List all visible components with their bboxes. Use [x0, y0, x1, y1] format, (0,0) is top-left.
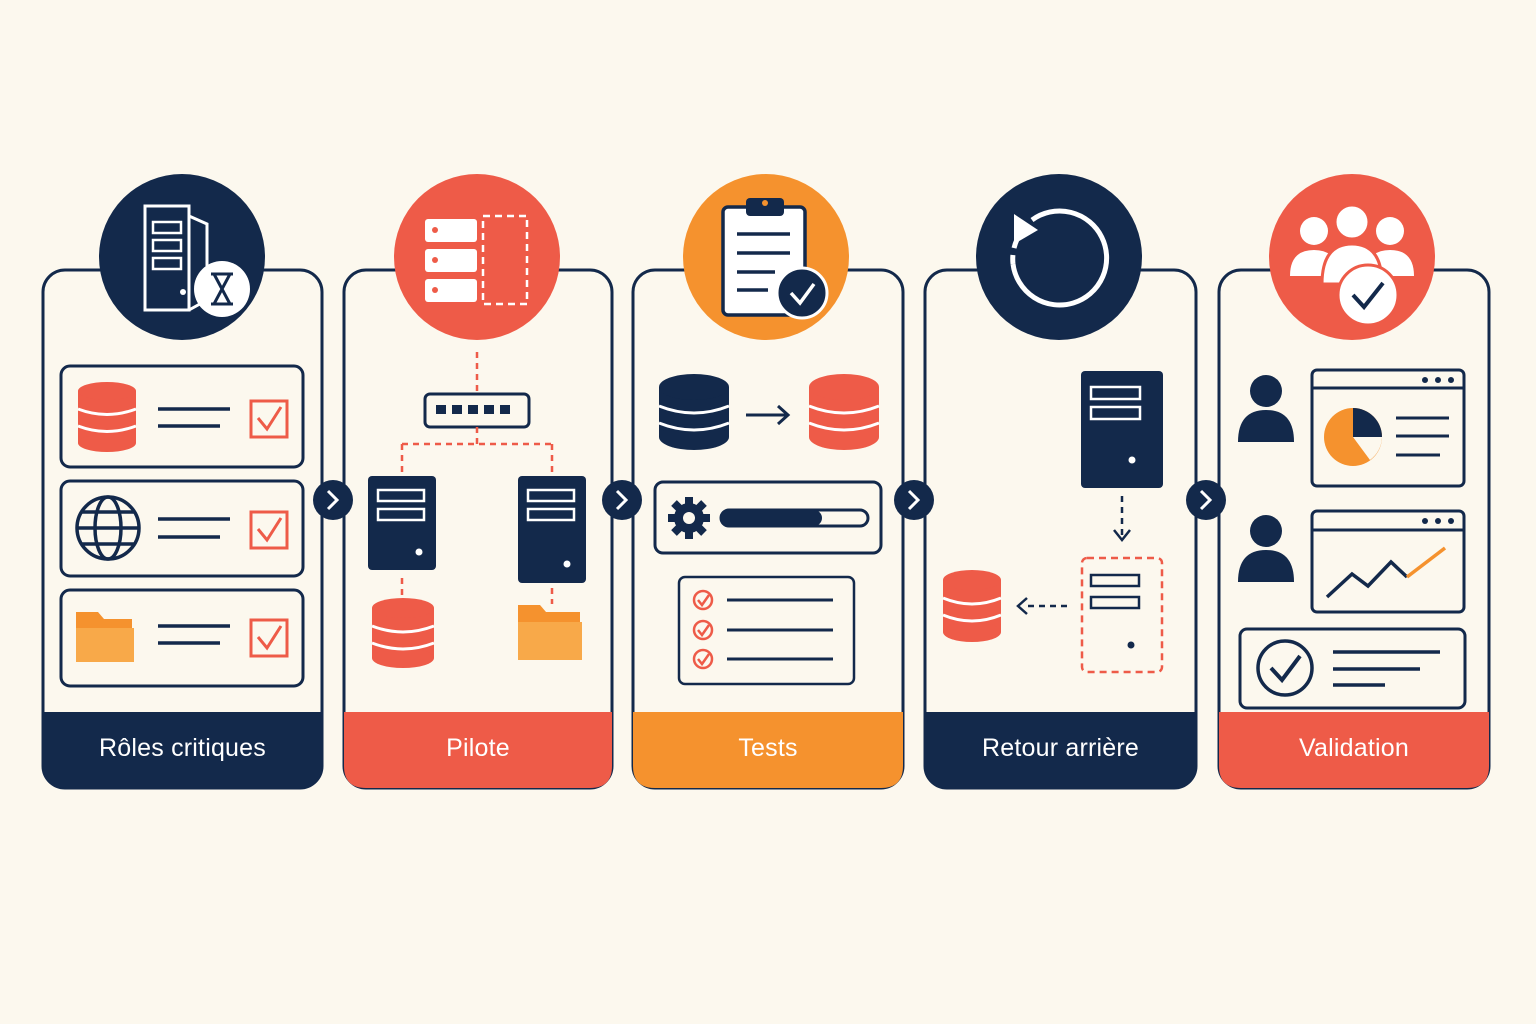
server-icon: [1081, 371, 1163, 488]
approval-panel: [1238, 627, 1467, 710]
folder-icon: [518, 605, 582, 660]
report-window: [1310, 368, 1466, 488]
step-card-tests: [631, 174, 905, 790]
checklist-item-database: [59, 364, 305, 469]
next-arrow-icon: [313, 480, 353, 520]
network-switch-icon: [423, 392, 531, 429]
line-chart-window: [1310, 509, 1466, 614]
rollback-arrow-icon: [976, 174, 1142, 340]
database-icon: [942, 570, 1002, 642]
database-icon: [77, 382, 137, 452]
server-outline-icon: [1080, 556, 1164, 674]
step-card-roles-critiques: [41, 174, 324, 790]
pie-chart-icon: [1324, 408, 1382, 466]
next-arrow-icon: [602, 480, 642, 520]
checkbox-checked-icon: [249, 510, 289, 550]
step-card-retour-arriere: [923, 174, 1198, 790]
checkbox-checked-icon: [249, 399, 289, 439]
server-hourglass-icon: [99, 174, 265, 340]
step-card-pilote: [342, 174, 614, 790]
database-icon: [658, 374, 730, 450]
progress-fill: [721, 510, 822, 526]
next-arrow-icon: [894, 480, 934, 520]
card-2-footer: [344, 712, 612, 788]
gear-icon: [668, 497, 710, 539]
database-icon: [808, 374, 880, 450]
checklist-item-globe: [59, 479, 305, 578]
card-1-footer: [43, 712, 322, 788]
card-4-footer: [925, 712, 1196, 788]
user-avatar-icon: [1238, 515, 1294, 582]
globe-icon: [75, 495, 141, 561]
clipboard-check-icon: [683, 174, 849, 340]
checklist-item-folder: [59, 588, 305, 688]
step-card-validation: [1217, 174, 1491, 790]
card-5-footer: [1219, 712, 1489, 788]
folder-icon: [76, 612, 134, 662]
test-checklist-panel: [677, 575, 856, 686]
database-icon: [371, 598, 435, 668]
server-stack-icon: [394, 174, 560, 340]
server-icon: [368, 476, 436, 570]
checkbox-checked-icon: [249, 618, 289, 658]
server-icon: [518, 476, 586, 583]
next-arrow-icon: [1186, 480, 1226, 520]
card-3-footer: [633, 712, 903, 788]
users-check-icon: [1269, 174, 1435, 340]
progress-panel: [653, 480, 883, 555]
user-avatar-icon: [1238, 375, 1294, 442]
